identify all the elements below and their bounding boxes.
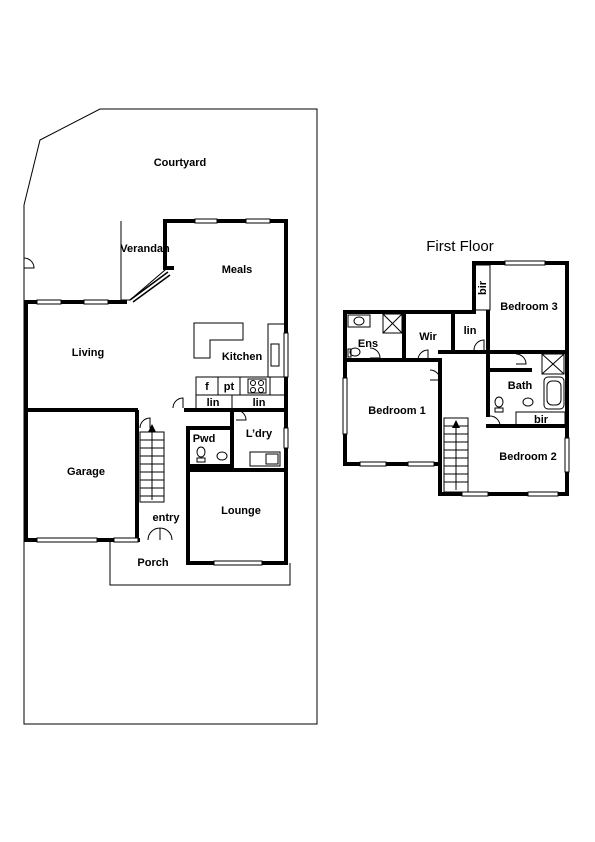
ground-floor-plan: Courtyard Verandah Meals Living Kitchen … <box>23 108 318 725</box>
label-living: Living <box>72 347 104 359</box>
label-entry: entry <box>153 512 181 524</box>
label-garage: Garage <box>67 466 105 478</box>
first-floor-stairs <box>443 417 469 493</box>
label-bir-1: bir <box>477 280 489 295</box>
label-linen-2: lin <box>253 397 266 409</box>
site-boundary <box>23 108 318 725</box>
first-floor-plan: First Floor <box>342 238 570 497</box>
label-bedroom-2: Bedroom 2 <box>499 451 556 463</box>
label-bedroom-3: Bedroom 3 <box>500 301 557 313</box>
label-linen-first: lin <box>464 325 477 337</box>
label-bir-2: bir <box>534 414 549 426</box>
kitchen-island <box>193 322 244 359</box>
label-meals: Meals <box>222 264 253 276</box>
ground-stairs <box>139 424 165 503</box>
label-courtyard: Courtyard <box>154 157 207 169</box>
label-bedroom-1: Bedroom 1 <box>368 405 425 417</box>
label-fridge: f <box>205 381 209 393</box>
label-verandah: Verandah <box>120 243 170 255</box>
verandah-outline <box>120 221 166 301</box>
label-pantry: pt <box>224 381 235 393</box>
label-laundry: L’dry <box>246 428 273 440</box>
verandah-post <box>163 219 174 270</box>
label-porch: Porch <box>137 557 168 569</box>
label-wir: Wir <box>419 331 437 343</box>
label-powder: Pwd <box>193 433 216 445</box>
porch-outline <box>109 540 291 586</box>
label-lounge: Lounge <box>221 505 261 517</box>
label-kitchen: Kitchen <box>222 351 263 363</box>
label-ensuite: Ens <box>358 338 378 350</box>
plan-title: First Floor <box>426 238 494 255</box>
label-bath: Bath <box>508 380 533 392</box>
label-linen-1: lin <box>207 397 220 409</box>
